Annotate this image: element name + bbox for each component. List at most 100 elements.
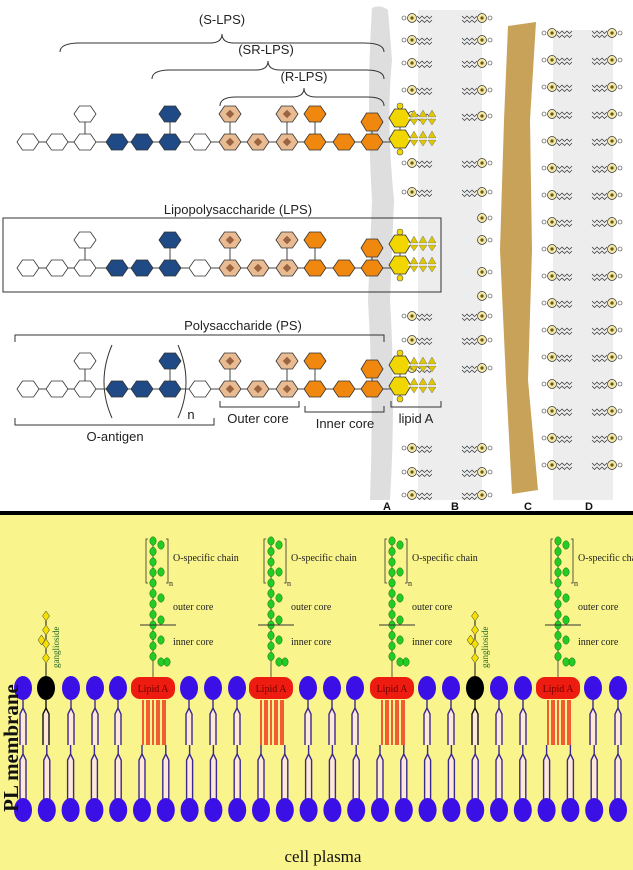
sugar-hexagon-inner-core: [360, 133, 384, 151]
acyl-chain-icon: [418, 130, 428, 139]
small-head-icon: [617, 408, 623, 414]
small-head-icon: [541, 165, 547, 171]
small-head-icon: [617, 462, 623, 468]
ganglioside-sugar: [471, 624, 479, 636]
top-leaflet-head: [86, 676, 104, 700]
head-core-icon: [480, 216, 484, 220]
top-leaflet-head: [109, 676, 127, 700]
green-sugar: [554, 599, 562, 609]
small-head-icon: [401, 87, 407, 93]
green-sugar: [267, 536, 275, 546]
acyl-chain-icon: [427, 235, 437, 244]
green-sugar: [149, 589, 157, 598]
o-specific-chain-label: O-specific chain: [578, 553, 633, 564]
small-head-icon: [617, 111, 623, 117]
fatty-acid-tails-icon: [556, 462, 608, 470]
repeat-n-label: n: [187, 407, 194, 422]
acyl-chain-icon: [418, 235, 428, 244]
lipid-a-glyph: [388, 102, 438, 156]
ganglioside-sugar: [471, 652, 479, 664]
sugar-center-mark: [253, 137, 263, 147]
green-sugar: [554, 641, 562, 651]
small-head-icon: [617, 273, 623, 279]
green-branch-sugar: [396, 657, 404, 667]
head-core-icon: [610, 193, 614, 197]
green-sugar: [554, 652, 562, 661]
top-leaflet-head: [62, 676, 80, 700]
sugar-center-mark: [225, 109, 235, 119]
head-core-icon: [410, 338, 414, 342]
top-leaflet-tail: [614, 706, 622, 745]
layer-b-lipid-pair: [401, 158, 493, 168]
small-head-icon: [487, 365, 493, 371]
layer-b-lipid-pair: [477, 291, 493, 301]
bottom-leaflet-tail: [447, 752, 456, 800]
small-head-icon: [541, 57, 547, 63]
bottom-leaflet-head: [585, 798, 604, 822]
green-sugar: [388, 557, 396, 567]
layer-label-d: D: [585, 501, 593, 513]
branch-sugar-hexagon: [73, 231, 97, 249]
acyl-chain-icon: [409, 386, 419, 394]
sugar-hexagon-inner-core: [303, 380, 327, 398]
green-branch-sugar: [396, 567, 404, 577]
acyl-chain-icon: [427, 130, 437, 139]
sr-lps-label: (SR-LPS): [238, 42, 294, 57]
green-sugar: [554, 536, 562, 546]
head-core-icon: [410, 61, 414, 65]
head-core-icon: [610, 463, 614, 467]
acyl-chain-icon: [409, 356, 419, 365]
head-core-icon: [550, 58, 554, 62]
head-core-icon: [480, 493, 484, 497]
inner-core-label: inner core: [412, 637, 453, 648]
bottom-leaflet-tail: [328, 752, 337, 800]
green-branch-sugar: [157, 593, 165, 603]
small-head-icon: [401, 313, 407, 319]
sugar-hexagon-o-antigen: [105, 259, 129, 277]
small-head-icon: [487, 113, 493, 119]
green-sugar: [149, 568, 157, 577]
acyl-chain-icon: [418, 377, 428, 386]
bottom-leaflet-tail: [542, 752, 551, 800]
layer-label-c: C: [524, 501, 532, 513]
sugar-hexagon-o-antigen: [130, 133, 154, 151]
fatty-acid-tails-icon: [556, 435, 608, 443]
green-sugar: [388, 610, 396, 619]
sugar-center-mark: [282, 263, 292, 273]
head-core-icon: [480, 338, 484, 342]
green-branch-sugar: [568, 657, 576, 667]
lipid-a-block: [370, 677, 414, 699]
small-head-icon: [401, 60, 407, 66]
lipid-a-glyph: [388, 349, 438, 403]
green-sugar: [554, 547, 562, 556]
small-head-icon: [487, 160, 493, 166]
sugar-center-mark: [282, 109, 292, 119]
head-core-icon: [550, 436, 554, 440]
branch-sugar-hexagon: [158, 105, 182, 123]
bottom-leaflet-head: [14, 798, 32, 822]
lps-label: Lipopolysaccharide (LPS): [164, 202, 312, 217]
head-core-icon: [550, 328, 554, 332]
small-head-icon: [617, 435, 623, 441]
repeat-n-label: n: [574, 579, 578, 588]
head-core-icon: [550, 85, 554, 89]
bottom-leaflet-head: [394, 798, 413, 822]
bottom-leaflet-head: [371, 798, 389, 822]
bottom-leaflet-head: [418, 798, 437, 822]
green-branch-sugar: [157, 635, 165, 645]
phosphate-icon: [396, 349, 404, 357]
top-leaflet-head: [14, 676, 32, 700]
inner-core-bracket: [304, 406, 385, 413]
top-leaflet-head: [442, 676, 460, 700]
small-head-icon: [401, 469, 407, 475]
layer-b-lipid-pair: [401, 490, 493, 500]
green-branch-sugar: [157, 657, 165, 667]
fatty-acid-tails-icon: [416, 60, 478, 68]
head-core-icon: [550, 112, 554, 116]
fatty-acid-tails-icon: [416, 87, 478, 95]
bottom-leaflet-head: [561, 798, 580, 822]
fatty-acid-tails-icon: [556, 30, 608, 38]
head-core-icon: [480, 88, 484, 92]
